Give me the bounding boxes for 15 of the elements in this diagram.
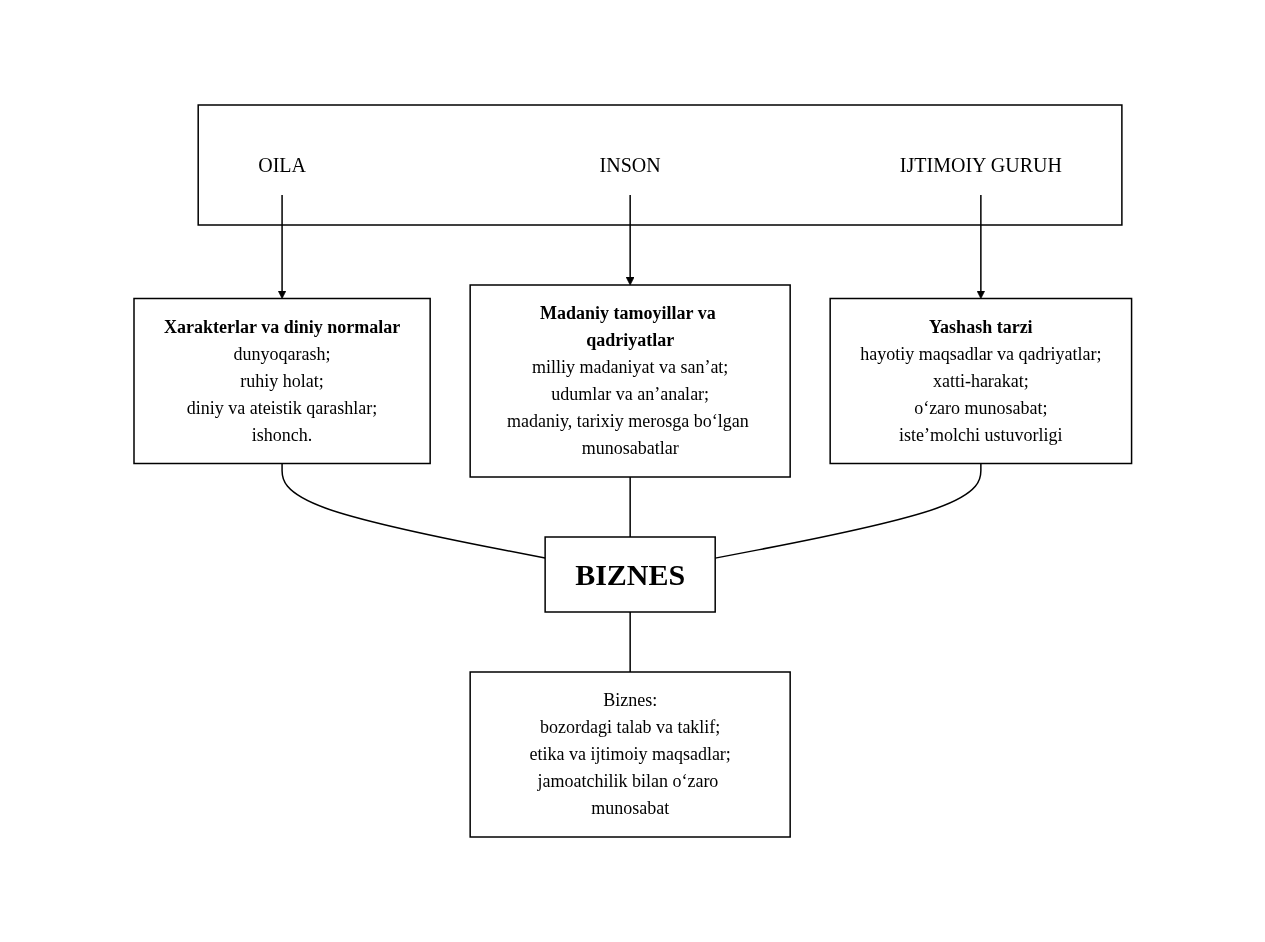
- connector: [629, 611, 631, 673]
- node-text: OILA: [257, 154, 306, 176]
- node-box: [829, 297, 1133, 465]
- connector: [629, 476, 631, 538]
- node-text: INSON: [599, 154, 661, 176]
- cluster: [197, 104, 1123, 226]
- connector: [714, 462, 982, 559]
- arrow: [277, 194, 287, 299]
- node-box: [132, 297, 431, 465]
- node-box: [469, 284, 791, 478]
- node-text: IJTIMOIY GURUH: [899, 154, 1062, 176]
- arrow: [976, 194, 985, 299]
- node-box: [544, 536, 716, 613]
- arrow: [625, 194, 635, 286]
- node-box: [469, 671, 791, 838]
